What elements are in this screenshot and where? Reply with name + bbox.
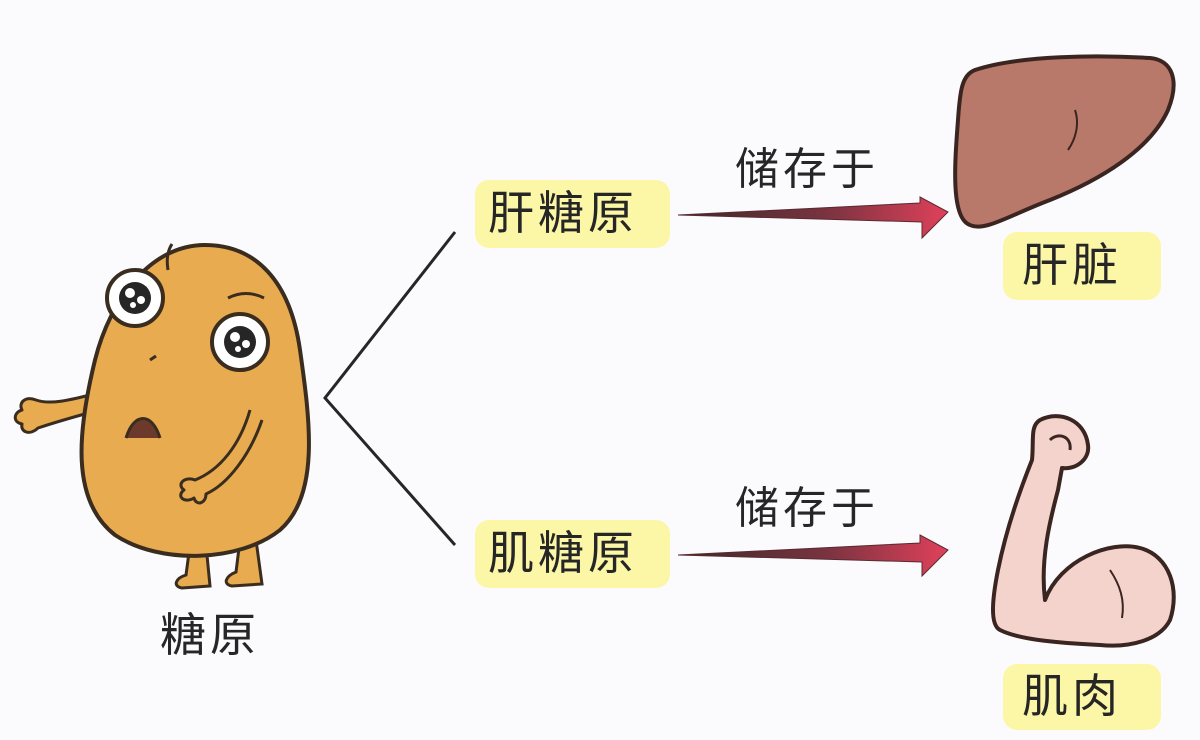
glycogen-mascot-icon <box>13 242 311 590</box>
glycogen-type-muscle: 肌糖原 <box>488 526 638 580</box>
highlight-bottom-location <box>1003 664 1161 730</box>
root-label-glycogen: 糖原 <box>160 608 260 662</box>
liver-icon <box>953 54 1176 229</box>
highlight-top-location <box>1003 232 1161 300</box>
muscle-arm-icon <box>991 414 1176 648</box>
arrow-top <box>677 196 949 240</box>
arrow-bottom <box>677 534 949 578</box>
location-liver: 肝脏 <box>1022 238 1122 292</box>
glycogen-type-liver: 肝糖原 <box>488 186 638 240</box>
highlight-bottom-type <box>475 520 670 588</box>
relation-label-top: 储存于 <box>735 144 879 195</box>
relation-label-bottom: 储存于 <box>735 483 879 534</box>
branch-lines <box>323 231 457 546</box>
location-muscle: 肌肉 <box>1022 669 1122 723</box>
highlight-top-type <box>475 180 670 248</box>
